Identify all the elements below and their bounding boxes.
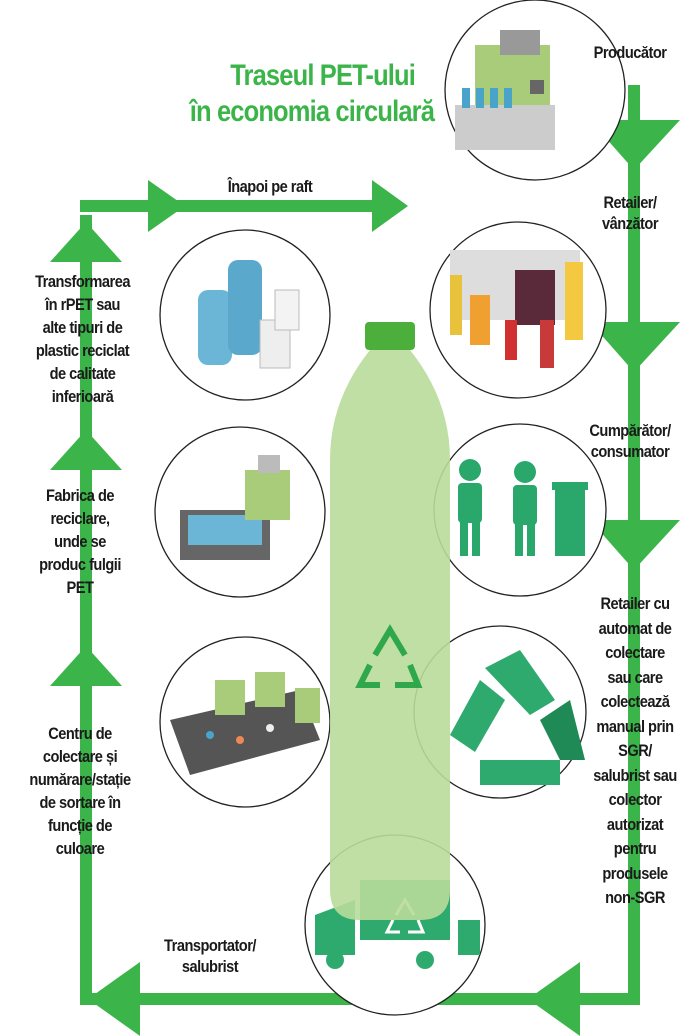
consumer-recycling-icon — [458, 459, 588, 556]
label-line: non-SGR — [605, 888, 665, 907]
label-line: de sortare în — [39, 793, 121, 812]
arrow-left-icon — [528, 962, 580, 1036]
label-line: autorizat — [606, 814, 664, 834]
label-line: produsele — [602, 863, 668, 883]
label-line: consumator — [590, 442, 670, 461]
flow-arrows — [50, 120, 680, 1036]
label-line: PET — [66, 578, 94, 597]
label-line: plastic reciclat — [35, 341, 130, 360]
recycled-bottles-icon — [198, 260, 300, 369]
label-line: sau care — [607, 667, 663, 687]
recycling-plant-icon — [180, 455, 290, 560]
arrow-up-icon — [50, 222, 122, 262]
label-line: Centru de — [48, 724, 112, 743]
page-title: Traseul PET-ului în economia circulară — [189, 58, 435, 130]
pet-bottle-illustration — [330, 322, 450, 920]
label-line: colectare și — [42, 747, 118, 766]
arrow-down-icon — [590, 322, 680, 372]
step-transform: Transformarea în rPET sau alte tipuri de… — [12, 270, 154, 408]
label-line: pentru — [613, 839, 657, 858]
label-line: inferioară — [51, 387, 114, 406]
step-consumer: Cumpărător/consumator — [570, 420, 690, 462]
label-line: Retailer/ — [603, 193, 657, 212]
label-line: produc fulgii — [39, 555, 121, 574]
grocery-products-icon — [450, 250, 583, 368]
label-line: funcție de — [48, 816, 112, 835]
recycle-symbol-icon — [355, 624, 423, 688]
arrow-up-icon — [50, 430, 122, 470]
arrow-left-icon — [88, 962, 140, 1036]
step-collection: Retailer cu automat de colectare sau car… — [579, 592, 691, 911]
label-line: Cumpărător/ — [589, 421, 671, 440]
label-line: în rPET sau — [45, 295, 120, 314]
step-retailer: Retailer/vânzător — [570, 192, 690, 234]
label-line: manual prin — [596, 716, 674, 736]
sorting-machine-icon — [170, 672, 320, 775]
title-line-2: în economia circulară — [189, 95, 435, 128]
label-line: unde se — [54, 532, 106, 551]
label-line: colectare — [605, 643, 665, 662]
label-line: alte tipuri de — [42, 318, 123, 337]
arrow-down-icon — [590, 520, 680, 570]
step-sorting: Centru de colectare și numărare/stație d… — [11, 722, 149, 860]
label-line: colector — [608, 790, 662, 809]
label-line: colectează — [600, 692, 670, 711]
recycle-bottles-icon — [450, 650, 585, 785]
step-producer: Producător — [593, 43, 667, 62]
title-line-1: Traseul PET-ului — [230, 59, 416, 92]
label-line: salubrist — [181, 957, 239, 976]
label-line: culoare — [55, 839, 105, 858]
label-line: salubrist sau — [593, 765, 677, 785]
label-line: automat de — [598, 618, 672, 638]
label-line: Transportator/ — [164, 936, 256, 955]
arrow-right-icon — [372, 180, 408, 232]
label-line: Transformarea — [35, 272, 130, 291]
label-line: Retailer cu — [600, 594, 670, 613]
step-back-on-shelf: Înapoi pe raft — [227, 177, 313, 196]
label-line: numărare/stație — [29, 770, 131, 789]
step-factory: Fabrica de reciclare, unde se produc ful… — [16, 484, 145, 599]
arrow-right-icon — [148, 180, 185, 232]
label-line: Fabrica de — [46, 486, 114, 505]
label-line: vânzător — [601, 214, 659, 233]
step-transport: Transportator/salubrist — [150, 935, 270, 977]
label-line: de calitate — [49, 364, 116, 383]
arrow-up-icon — [50, 646, 122, 686]
factory-machine-icon — [455, 30, 555, 150]
label-line: reciclare, — [50, 509, 110, 528]
label-line: SGR/ — [618, 741, 652, 760]
